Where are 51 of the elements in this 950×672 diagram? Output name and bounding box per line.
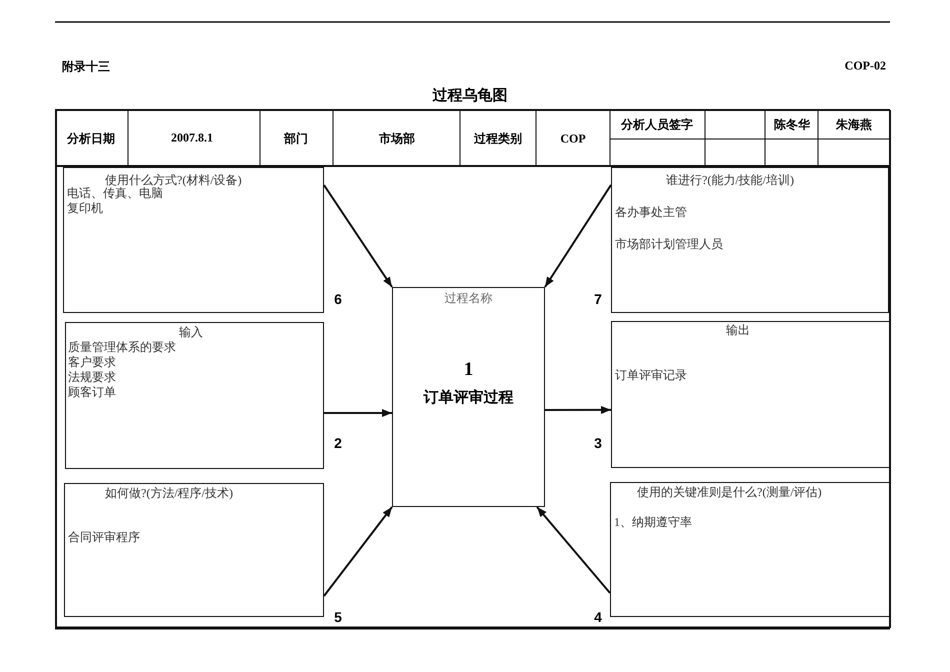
turtle-section-box <box>64 483 324 617</box>
step-number: 7 <box>594 291 602 307</box>
diagram-title: 过程乌龟图 <box>432 87 508 105</box>
turtle-section-box <box>611 167 889 313</box>
process-name-label: 过程名称 <box>444 291 492 306</box>
process-name: 订单评审过程 <box>424 388 514 408</box>
arrow <box>536 506 611 594</box>
turtle-section-box <box>65 322 324 469</box>
section-heading: 使用什么方式?(材料/设备) <box>105 173 242 187</box>
field-label: 部门 <box>284 132 308 146</box>
step-number: 2 <box>334 435 342 451</box>
list-item: 1、纳期遵守率 <box>614 515 692 530</box>
list-item: 订单评审记录 <box>615 368 687 383</box>
arrow <box>545 406 611 414</box>
list-item: 客户要求 <box>68 355 116 370</box>
turtle-section-box <box>63 167 324 313</box>
section-heading: 输出 <box>726 323 750 338</box>
field-value: 市场部 <box>379 132 415 146</box>
turtle-section-box <box>610 482 890 617</box>
section-heading: 使用的关键准则是什么?(测量/评估) <box>637 485 822 500</box>
section-heading: 输入 <box>179 325 203 340</box>
list-item: 法规要求 <box>68 370 116 385</box>
document-code: COP-02 <box>844 58 886 74</box>
field-value: COP <box>560 132 586 146</box>
step-number: 3 <box>594 435 602 451</box>
process-number: 1 <box>464 359 474 381</box>
signature-name: 朱海燕 <box>836 118 872 132</box>
list-item: 质量管理体系的要求 <box>68 340 176 355</box>
step-number: 6 <box>334 291 342 307</box>
section-heading: 如何做?(方法/程序/技术) <box>105 486 233 501</box>
turtle-section-box <box>611 321 890 468</box>
step-number: 5 <box>334 609 342 625</box>
arrow <box>324 409 392 418</box>
field-label: 分析人员签字 <box>621 118 693 132</box>
field-value: 2007.8.1 <box>171 130 213 146</box>
field-label: 分析日期 <box>67 132 115 146</box>
field-label: 过程类别 <box>474 132 522 146</box>
list-item: 各办事处主管 <box>615 205 687 220</box>
arrow <box>323 506 393 597</box>
arrow <box>544 184 612 288</box>
list-item: 电话、传真、电脑 <box>67 186 163 201</box>
list-item: 市场部计划管理人员 <box>615 237 723 252</box>
step-number: 4 <box>594 609 602 625</box>
section-heading: 谁进行?(能力/技能/培训) <box>666 173 794 188</box>
list-item: 合同评审程序 <box>68 530 140 545</box>
appendix-label: 附录十三 <box>62 60 110 74</box>
process-box <box>392 287 545 507</box>
list-item: 顾客订单 <box>68 385 116 400</box>
arrow <box>323 184 393 288</box>
list-item: 复印机 <box>67 201 103 216</box>
signature-name: 陈冬华 <box>774 118 810 132</box>
